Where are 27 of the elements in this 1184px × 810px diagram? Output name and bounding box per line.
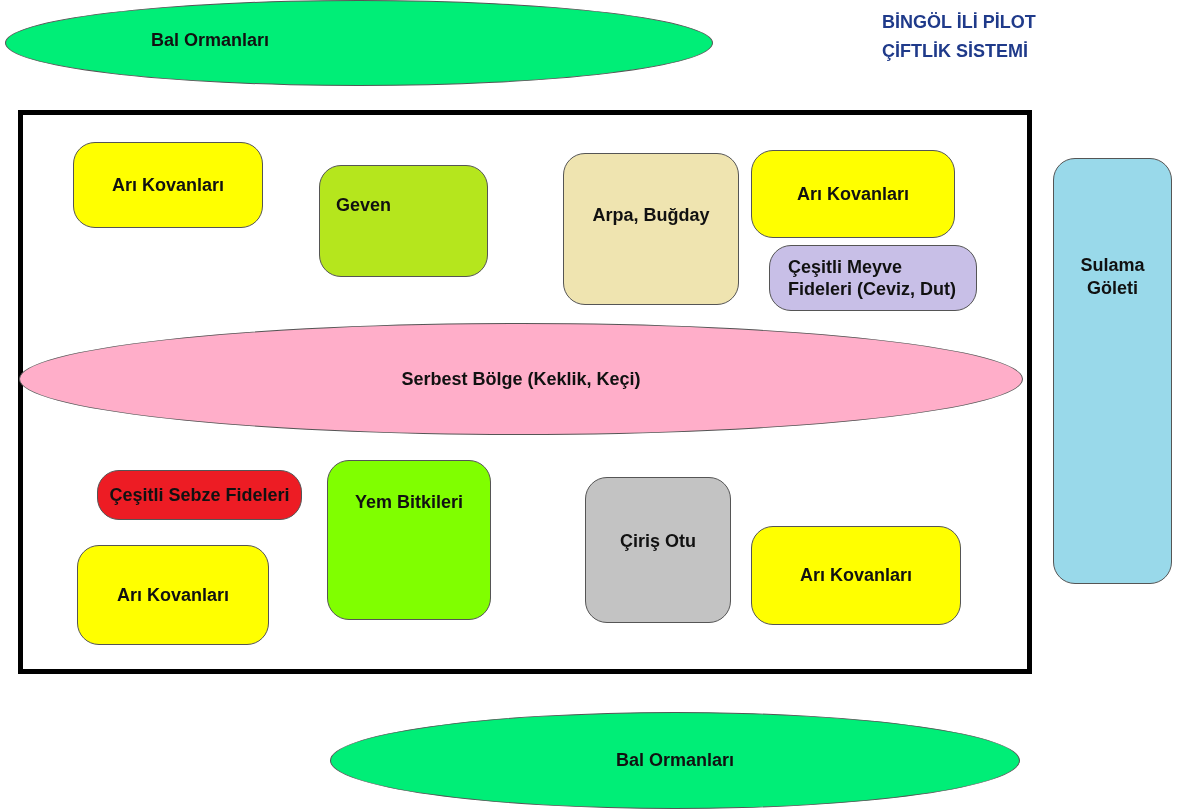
area-label: Bal Ormanları bbox=[151, 29, 270, 52]
area-label: Yem Bitkileri bbox=[354, 491, 464, 514]
area-label: Çeşitli Sebze Fideleri bbox=[109, 483, 290, 507]
crop-area-box bbox=[319, 165, 488, 277]
forage-area-box bbox=[327, 460, 491, 620]
area-label: Arı Kovanları bbox=[796, 182, 909, 206]
area-label: Çiriş Otu bbox=[620, 530, 696, 553]
beehive-area-box bbox=[73, 142, 263, 228]
crop-area-box bbox=[563, 153, 739, 305]
pond-box bbox=[1053, 158, 1172, 584]
area-label: Sulama Göleti bbox=[1079, 254, 1146, 299]
farm-boundary-frame bbox=[18, 110, 1032, 674]
area-label: Serbest Bölge (Keklik, Keçi) bbox=[401, 367, 641, 391]
vegetable-area-box bbox=[97, 470, 302, 520]
orchard-area-box bbox=[769, 245, 977, 311]
area-label: Arı Kovanları bbox=[799, 564, 912, 587]
area-label: Çeşitli Meyve Fideleri (Ceviz, Dut) bbox=[788, 255, 958, 301]
area-label: Geven bbox=[336, 194, 392, 217]
diagram-title: BİNGÖL İLİ PİLOT ÇİFTLİK SİSTEMİ bbox=[882, 11, 1037, 63]
area-label: Arpa, Buğday bbox=[592, 204, 710, 227]
beehive-area-box bbox=[77, 545, 269, 645]
crop-area-box bbox=[585, 477, 731, 623]
beehive-area-box bbox=[751, 526, 961, 625]
area-label: Arı Kovanları bbox=[116, 583, 229, 607]
area-label: Arı Kovanları bbox=[111, 173, 224, 197]
beehive-area-box bbox=[751, 150, 955, 238]
area-label: Bal Ormanları bbox=[615, 749, 734, 772]
